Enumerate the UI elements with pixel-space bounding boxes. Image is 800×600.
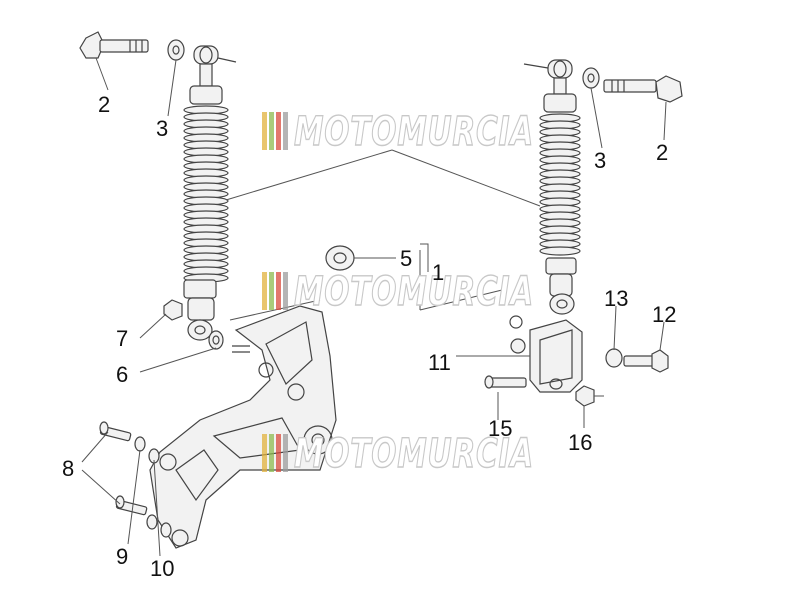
right-leaders	[456, 305, 665, 428]
watermark-stripe	[269, 272, 274, 310]
right-washer	[582, 67, 600, 89]
bracket-bushing	[605, 348, 623, 368]
callout-label-1: 1	[432, 260, 444, 285]
callout-label-3: 3	[594, 148, 606, 173]
watermark-stripe	[262, 272, 267, 310]
watermark-stripe	[262, 112, 267, 150]
left-mounting-bolt	[79, 31, 149, 59]
callout-label-5: 5	[400, 246, 412, 271]
callout-label-8: 8	[62, 456, 74, 481]
watermark-text: MOTOMURCIA	[294, 109, 534, 155]
bracket-nut	[575, 385, 595, 407]
watermark: MOTOMURCIA	[262, 268, 534, 316]
callout-label-15: 15	[488, 416, 512, 441]
watermark: MOTOMURCIA	[262, 430, 534, 478]
shock-group-leaders	[225, 149, 541, 321]
watermark-stripe	[269, 112, 274, 150]
lower-leaders	[81, 431, 161, 557]
upper-leaders	[95, 57, 667, 373]
callout-label-9: 9	[116, 544, 128, 569]
watermark-stripe	[276, 272, 281, 310]
swingarm-bracket	[149, 305, 337, 549]
callout-label-3: 3	[156, 116, 168, 141]
watermark-text: MOTOMURCIA	[294, 269, 534, 315]
callout-label-12: 12	[652, 302, 676, 327]
left-shock-absorber	[183, 45, 237, 341]
callout-label-16: 16	[568, 430, 592, 455]
watermark-stripe	[283, 112, 288, 150]
watermark-stripe	[283, 434, 288, 472]
bushing	[325, 243, 429, 272]
callout-label-2: 2	[656, 140, 668, 165]
right-mounting-bolt	[603, 75, 683, 103]
right-shock-absorber	[523, 59, 581, 315]
watermark-stripe	[269, 434, 274, 472]
callout-label-13: 13	[604, 286, 628, 311]
watermark-text: MOTOMURCIA	[294, 431, 534, 477]
watermark-stripe	[262, 434, 267, 472]
left-washer	[167, 39, 185, 61]
spacer-washer	[208, 330, 224, 350]
watermark-stripe	[283, 272, 288, 310]
watermark-stripe	[276, 434, 281, 472]
watermark: MOTOMURCIA	[262, 108, 534, 156]
callout-label-7: 7	[116, 326, 128, 351]
right-mount-bracket	[509, 315, 583, 393]
spring-coil	[539, 246, 581, 256]
nut	[163, 299, 183, 321]
bracket-bolt	[623, 349, 669, 373]
callout-label-10: 10	[150, 556, 174, 581]
bracket-screw	[484, 375, 527, 389]
lower-screws	[99, 421, 148, 516]
lower-washers	[134, 436, 172, 538]
callout-label-2: 2	[98, 92, 110, 117]
callout-label-11: 11	[428, 350, 451, 375]
callout-label-6: 6	[116, 362, 128, 387]
watermark-stripe	[276, 112, 281, 150]
